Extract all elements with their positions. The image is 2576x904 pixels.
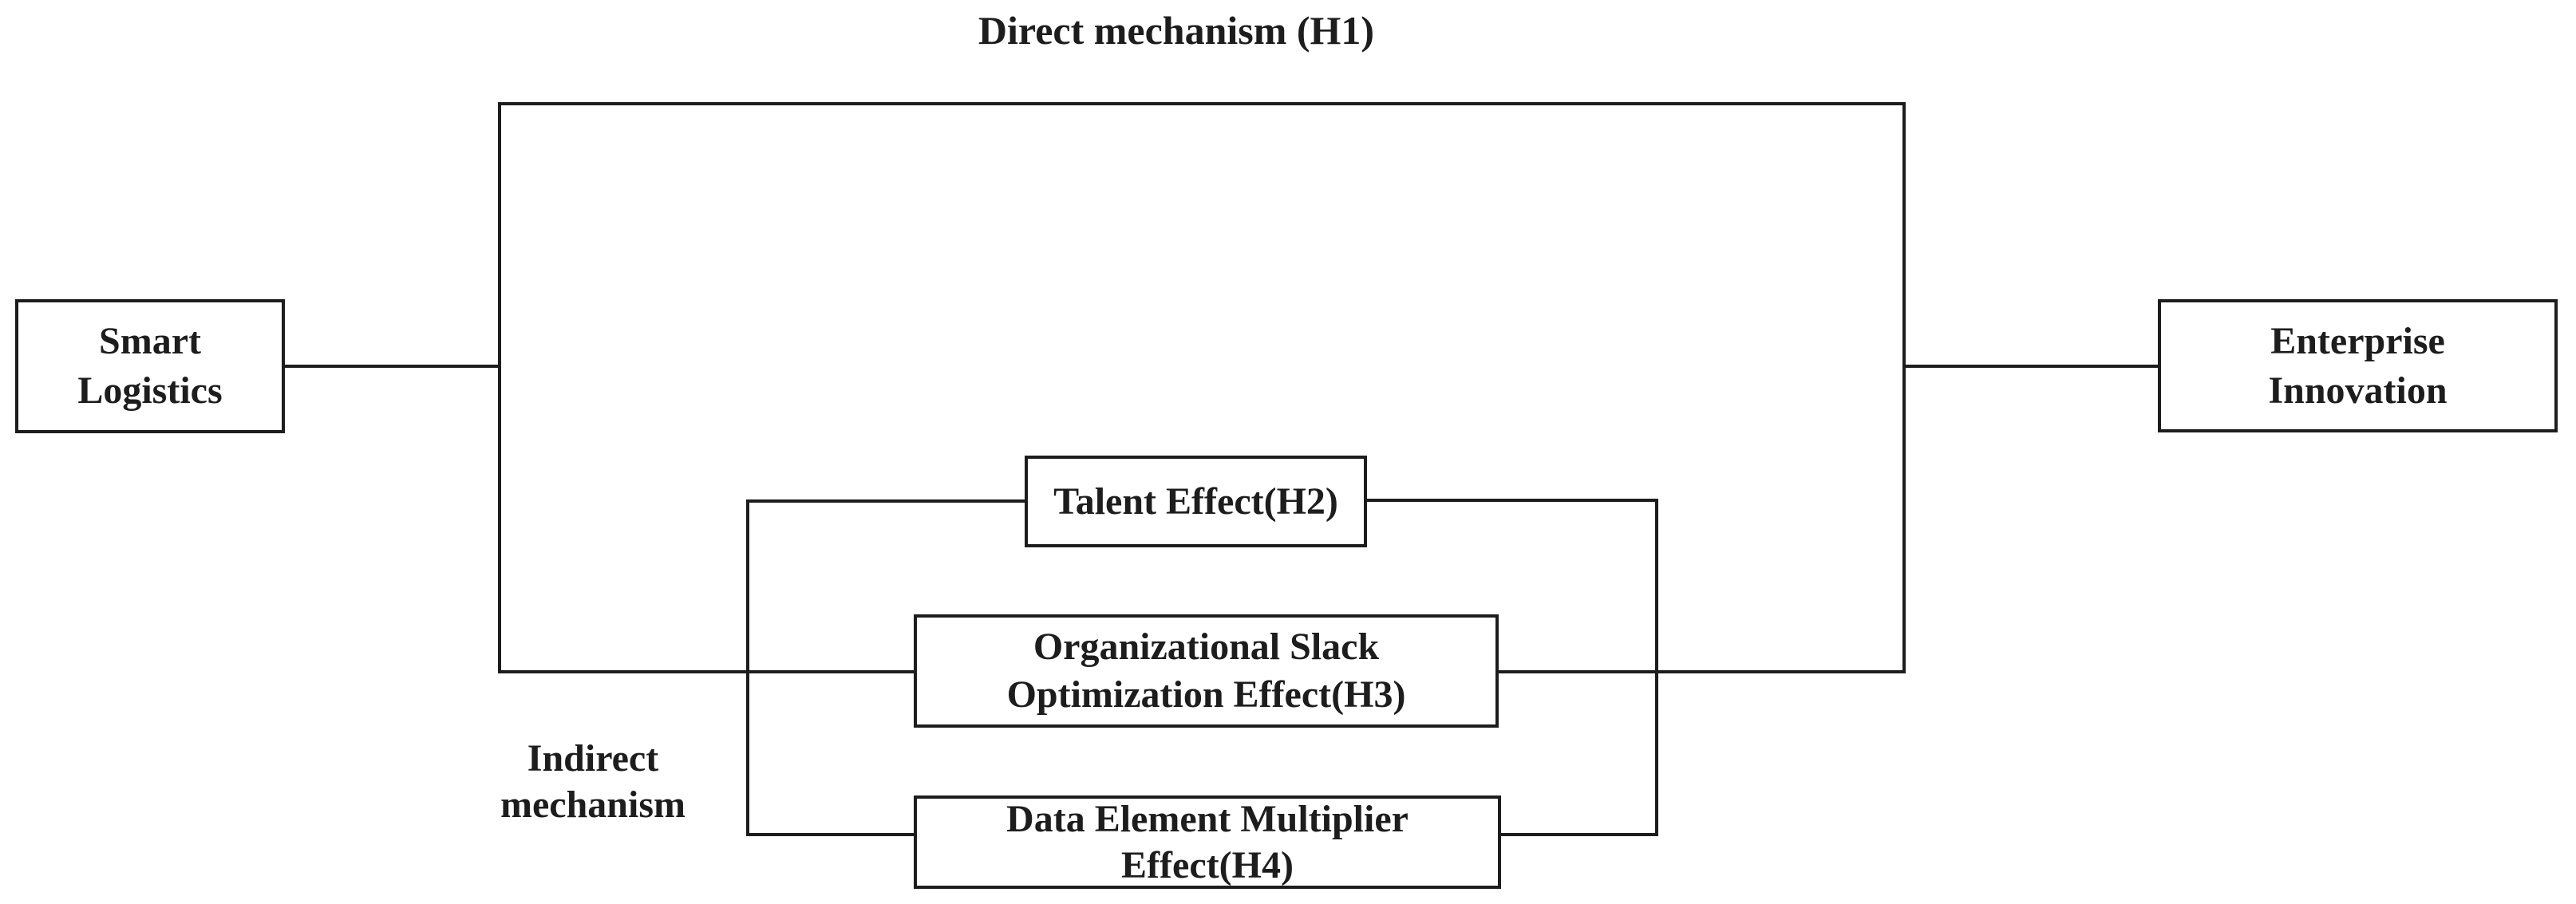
node-enterprise-innovation-line1: Enterprise [2270,319,2445,362]
node-enterprise-innovation: Enterprise Innovation [2158,299,2558,432]
node-organizational-slack: Organizational Slack Optimization Effect… [914,614,1499,728]
connector-bracket-to-talent-left [746,499,1026,503]
indirect-mechanism-label: Indirect mechanism [393,736,792,828]
indirect-bracket-right-line [1655,499,1658,836]
indirect-bracket-left-line [746,499,749,836]
node-organizational-slack-line2: Optimization Effect(H3) [1006,673,1406,716]
indirect-mechanism-label-line2: mechanism [500,784,685,826]
connector-bracket-to-data-left [746,833,915,836]
connector-data-to-bracket-right [1499,833,1658,836]
connector-talent-to-bracket-right [1365,499,1658,502]
node-talent-effect-line1: Talent Effect(H2) [1053,480,1338,523]
connector-smart-to-direct-rect [283,365,501,368]
node-smart-logistics: Smart Logistics [15,299,285,433]
direct-path-rect [498,102,1906,673]
node-talent-effect: Talent Effect(H2) [1025,456,1367,547]
indirect-mechanism-label-line1: Indirect [527,737,659,780]
node-data-element-multiplier-line2: Effect(H4) [1121,843,1294,886]
node-smart-logistics-line1: Smart [99,320,201,362]
connector-direct-rect-to-enterprise [1902,365,2159,368]
node-data-element-multiplier-line1: Data Element Multiplier [1006,797,1409,840]
node-organizational-slack-line1: Organizational Slack [1033,626,1380,668]
node-smart-logistics-line2: Logistics [77,369,223,412]
node-enterprise-innovation-line2: Innovation [2268,369,2448,412]
node-data-element-multiplier: Data Element Multiplier Effect(H4) [914,795,1501,889]
direct-mechanism-title: Direct mechanism (H1) [777,8,1575,53]
direct-mechanism-title-text: Direct mechanism (H1) [978,8,1375,53]
